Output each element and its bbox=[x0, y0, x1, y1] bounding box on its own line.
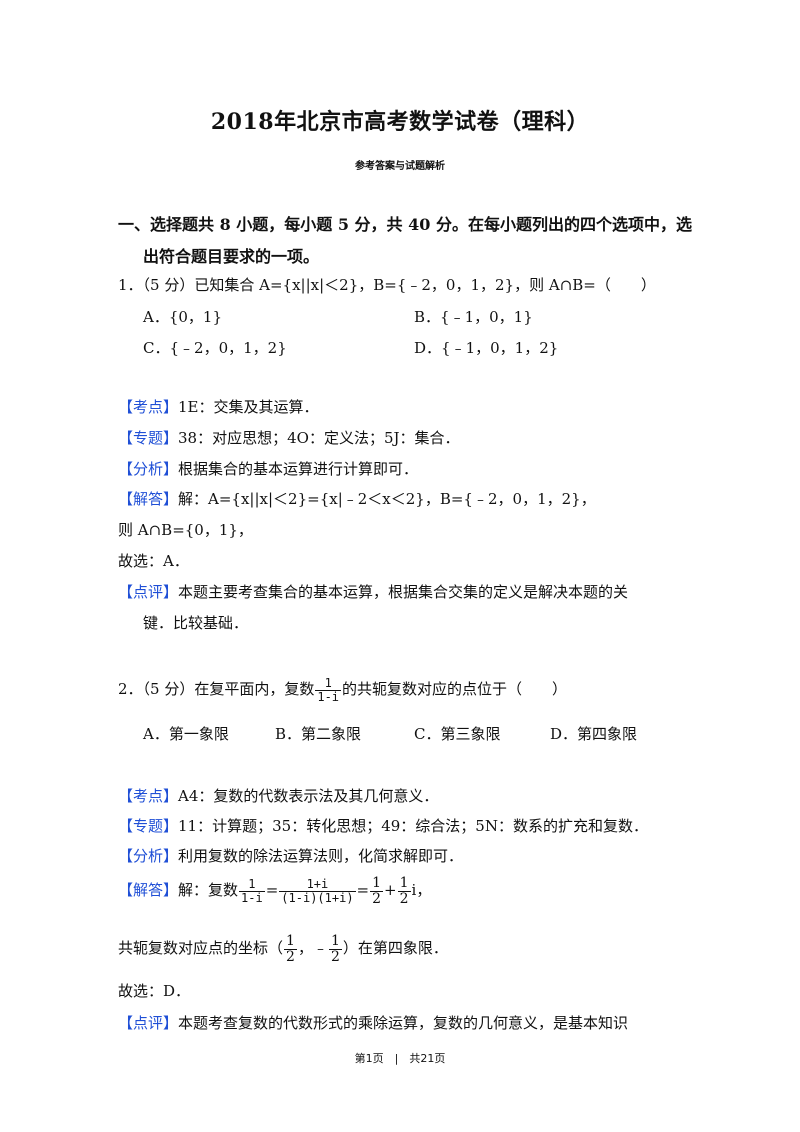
frac-num: 1 bbox=[248, 877, 256, 892]
q2-kaodian: 【考点】A4：复数的代数表示法及其几何意义． bbox=[118, 785, 438, 806]
section-heading-line1: 一、选择题共 8 小题，每小题 5 分，共 40 分。在每小题列出的四个选项中，… bbox=[118, 215, 692, 234]
q2-fraction-2: 1+i(1-i)(1+i) bbox=[279, 877, 356, 905]
q2-stem-post: 的共轭复数对应的点位于（ ） bbox=[342, 680, 568, 699]
plus-sign: + bbox=[384, 881, 397, 900]
kaodian-tag: 【考点】 bbox=[118, 787, 179, 805]
zhuanti-tag: 【专题】 bbox=[118, 817, 179, 835]
q1-answer-line: 则 A∩B={0，1}， bbox=[118, 521, 253, 539]
page-title: 2018年北京市高考数学试卷（理科） bbox=[210, 109, 590, 135]
q2-stem-pre: 2．（5 分）在复平面内，复数 bbox=[118, 680, 315, 699]
q2-fenxi: 【分析】利用复数的除法运算法则，化简求解即可． bbox=[118, 845, 463, 866]
dianping-tag: 【点评】 bbox=[118, 1014, 179, 1032]
q1-dianping: 【点评】本题主要考查集合的基本运算，根据集合交集的定义是解决本题的关 bbox=[118, 581, 628, 602]
q1-choose: 故选：A． bbox=[118, 552, 189, 570]
frac-den: 2 bbox=[397, 890, 411, 907]
q1-zhuanti-text: 38：对应思想；4O：定义法；5J：集合． bbox=[178, 429, 460, 447]
q2-option-a: A．第一象限 bbox=[143, 725, 229, 743]
q2-jieda-pre: 解：复数 bbox=[178, 881, 239, 900]
q2-fenxi-text: 利用复数的除法运算法则，化简求解即可． bbox=[178, 847, 464, 865]
frac-num: 1 bbox=[324, 676, 332, 690]
page-subtitle: 参考答案与试题解析 bbox=[355, 161, 445, 172]
jieda-tag: 【解答】 bbox=[118, 881, 179, 900]
frac-den: 2 bbox=[370, 890, 384, 907]
frac-den: (1-i)(1+i) bbox=[279, 890, 356, 905]
frac-den: 2 bbox=[284, 948, 297, 965]
q2-option-b: B．第二象限 bbox=[275, 725, 362, 743]
q2-zhuanti-text: 11：计算题；35：转化思想；49：综合法；5N：数系的扩充和复数． bbox=[178, 817, 648, 835]
q2-jieda-post: i， bbox=[411, 881, 432, 900]
q2-option-d: D．第四象限 bbox=[550, 725, 638, 743]
q1-option-d: D．{﹣1，0，1，2} bbox=[414, 339, 559, 357]
frac-den: 1-i bbox=[315, 689, 342, 704]
equals-sign: = bbox=[265, 881, 279, 900]
frac-den: 1-i bbox=[239, 890, 265, 905]
coord-pre: 共轭复数对应点的坐标（ bbox=[118, 939, 284, 958]
q2-option-c: C．第三象限 bbox=[414, 725, 501, 743]
section-heading-line2: 出符合题目要求的一项。 bbox=[143, 247, 320, 266]
q2-choose: 故选：D． bbox=[118, 982, 191, 1000]
q1-option-b: B．{﹣1，0，1} bbox=[414, 308, 533, 326]
frac-num: 1 bbox=[372, 875, 382, 891]
q2-kaodian-text: A4：复数的代数表示法及其几何意义． bbox=[178, 787, 439, 805]
q2-dianping: 【点评】本题考查复数的代数形式的乘除运算，复数的几何意义，是基本知识 bbox=[118, 1012, 628, 1033]
kaodian-tag: 【考点】 bbox=[118, 398, 179, 416]
zhuanti-tag: 【专题】 bbox=[118, 429, 179, 447]
q1-jieda-text: 解：A={x||x|＜2}={x|﹣2＜x＜2}，B={﹣2，0，1，2}， bbox=[178, 490, 596, 508]
q1-stem: 1．（5 分）已知集合 A={x||x|＜2}，B={﹣2，0，1，2}，则 A… bbox=[118, 276, 656, 294]
equals-sign: = bbox=[356, 881, 370, 900]
frac-num: 1 bbox=[330, 933, 340, 949]
q1-option-c: C．{﹣2，0，1，2} bbox=[143, 339, 287, 357]
q1-kaodian-text: 1E：交集及其运算． bbox=[178, 398, 319, 416]
q1-fenxi-text: 根据集合的基本运算进行计算即可． bbox=[178, 460, 419, 478]
frac-num: 1 bbox=[286, 933, 295, 949]
frac-den: 2 bbox=[328, 948, 342, 965]
q1-fenxi: 【分析】根据集合的基本运算进行计算即可． bbox=[118, 458, 418, 479]
q1-option-a: A．{0，1} bbox=[143, 308, 223, 326]
coord-post: ）在第四象限． bbox=[342, 939, 448, 958]
q2-dianping-text: 本题考查复数的代数形式的乘除运算，复数的几何意义，是基本知识 bbox=[178, 1014, 629, 1032]
page-footer: 第1页 | 共21页 bbox=[354, 1052, 446, 1065]
frac-num: 1 bbox=[399, 875, 409, 891]
q1-dianping-cont: 键．比较基础． bbox=[143, 614, 249, 632]
dianping-tag: 【点评】 bbox=[118, 583, 179, 601]
q1-kaodian: 【考点】1E：交集及其运算． bbox=[118, 396, 319, 417]
fenxi-tag: 【分析】 bbox=[118, 847, 179, 865]
coord-mid: ，﹣ bbox=[297, 939, 328, 958]
q1-jieda: 【解答】解：A={x||x|＜2}={x|﹣2＜x＜2}，B={﹣2，0，1，2… bbox=[118, 488, 596, 509]
fenxi-tag: 【分析】 bbox=[118, 460, 179, 478]
q1-dianping-text: 本题主要考查集合的基本运算，根据集合交集的定义是解决本题的关 bbox=[178, 583, 629, 601]
frac-num: 1+i bbox=[306, 877, 329, 892]
q1-zhuanti: 【专题】38：对应思想；4O：定义法；5J：集合． bbox=[118, 427, 460, 448]
jieda-tag: 【解答】 bbox=[118, 490, 179, 508]
q2-zhuanti: 【专题】11：计算题；35：转化思想；49：综合法；5N：数系的扩充和复数． bbox=[118, 815, 648, 836]
